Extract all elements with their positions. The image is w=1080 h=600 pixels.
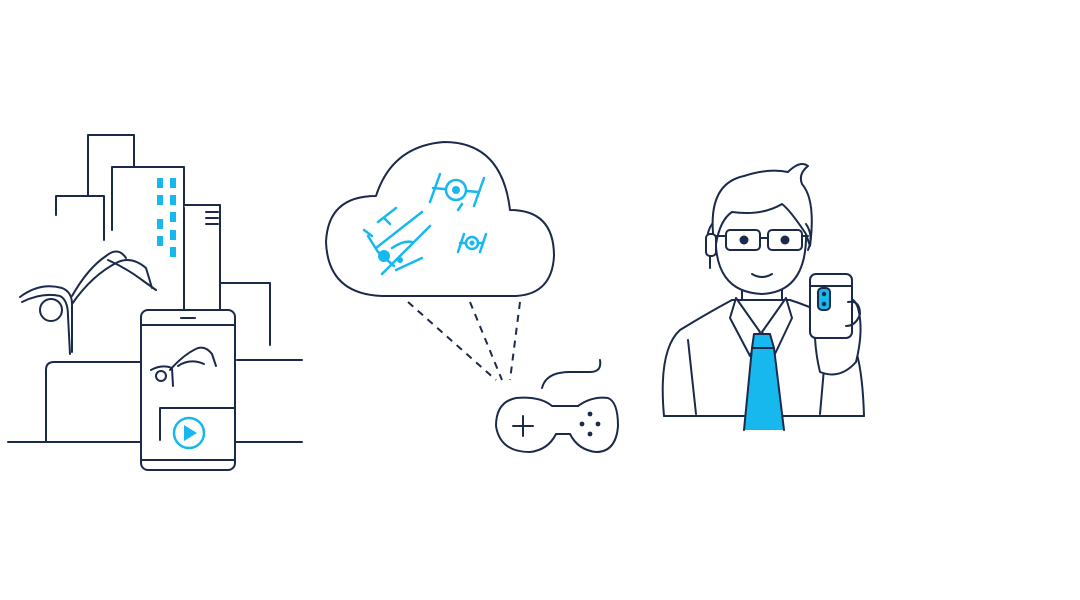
hair: [711, 163, 813, 247]
spaceships: [362, 172, 488, 276]
person-with-phone-illustration: [650, 150, 880, 440]
building-windows: [157, 178, 176, 257]
tie-fighter-small: [456, 232, 488, 254]
cloud: [325, 141, 555, 297]
x-wing: [362, 206, 432, 276]
city-parkour-video-illustration: [0, 120, 310, 480]
game-controller: [495, 359, 619, 453]
smile: [751, 273, 773, 278]
play-icon: [172, 416, 206, 450]
headset-icon: [705, 233, 717, 269]
city-buildings: [55, 134, 271, 346]
head: [705, 163, 813, 295]
eyeglasses: [715, 229, 809, 251]
cloud-connection-lines: [407, 301, 521, 381]
tie-fighter-large: [428, 172, 486, 212]
collar-and-tie: [729, 297, 793, 431]
necktie: [744, 334, 784, 430]
hand-holding-phone: [809, 273, 862, 376]
smartphone: [140, 309, 236, 471]
parkour-figure: [19, 250, 157, 355]
cloud-gaming-illustration: [320, 130, 620, 460]
